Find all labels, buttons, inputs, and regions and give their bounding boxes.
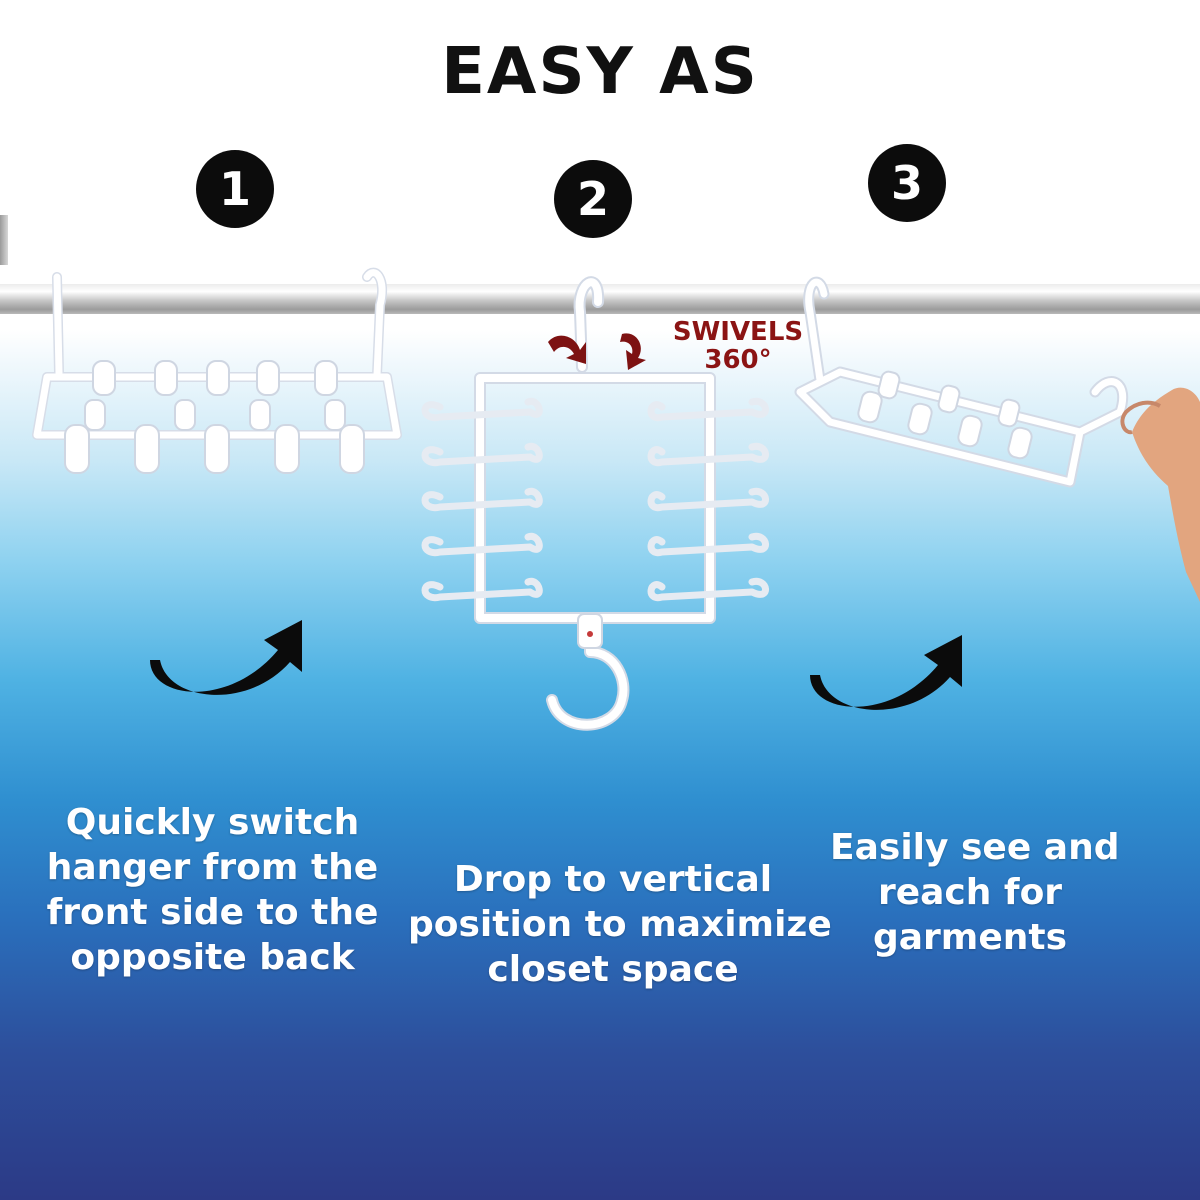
step-2-caption: Drop to vertical position to maximize cl… — [408, 857, 832, 992]
page-title: EASY AS — [441, 35, 759, 109]
step-3-caption-line: Easily see and — [830, 827, 1120, 868]
step-2-caption-line: closet space — [487, 949, 739, 990]
swivel-label: SWIVELS 360° — [668, 318, 808, 374]
step-1-caption-line: opposite back — [70, 937, 355, 978]
step-2-caption-line: Drop to vertical — [453, 859, 773, 900]
step-3-circle: 3 — [868, 144, 946, 222]
step-2-caption-line: position to maximize — [408, 904, 832, 945]
step-3-caption: Easily see and reach for garments — [830, 825, 1120, 960]
swivel-arrows-icon — [548, 333, 646, 370]
swivel-label-line1: SWIVELS — [672, 317, 804, 347]
swivel-label-line2: 360° — [704, 345, 772, 375]
hanger-tilted — [794, 276, 1200, 602]
hanger-vertical — [421, 276, 769, 731]
step-2-circle: 2 — [554, 160, 632, 238]
hand-icon — [1120, 387, 1200, 602]
closet-rod-end — [0, 215, 8, 265]
curved-arrow-3-icon — [810, 635, 962, 710]
step-1-caption-line: hanger from the — [46, 847, 379, 888]
step-1-circle: 1 — [196, 150, 274, 228]
step-3-caption-line: garments — [872, 917, 1067, 958]
curved-arrow-1-icon — [150, 620, 302, 695]
step-3-caption-line: reach for — [877, 872, 1063, 913]
step-1-caption-line: Quickly switch — [65, 802, 360, 843]
hanger-horizontal-front — [32, 267, 402, 474]
step-1-caption: Quickly switch hanger from the front sid… — [40, 800, 385, 980]
step-1-caption-line: front side to the — [46, 892, 379, 933]
